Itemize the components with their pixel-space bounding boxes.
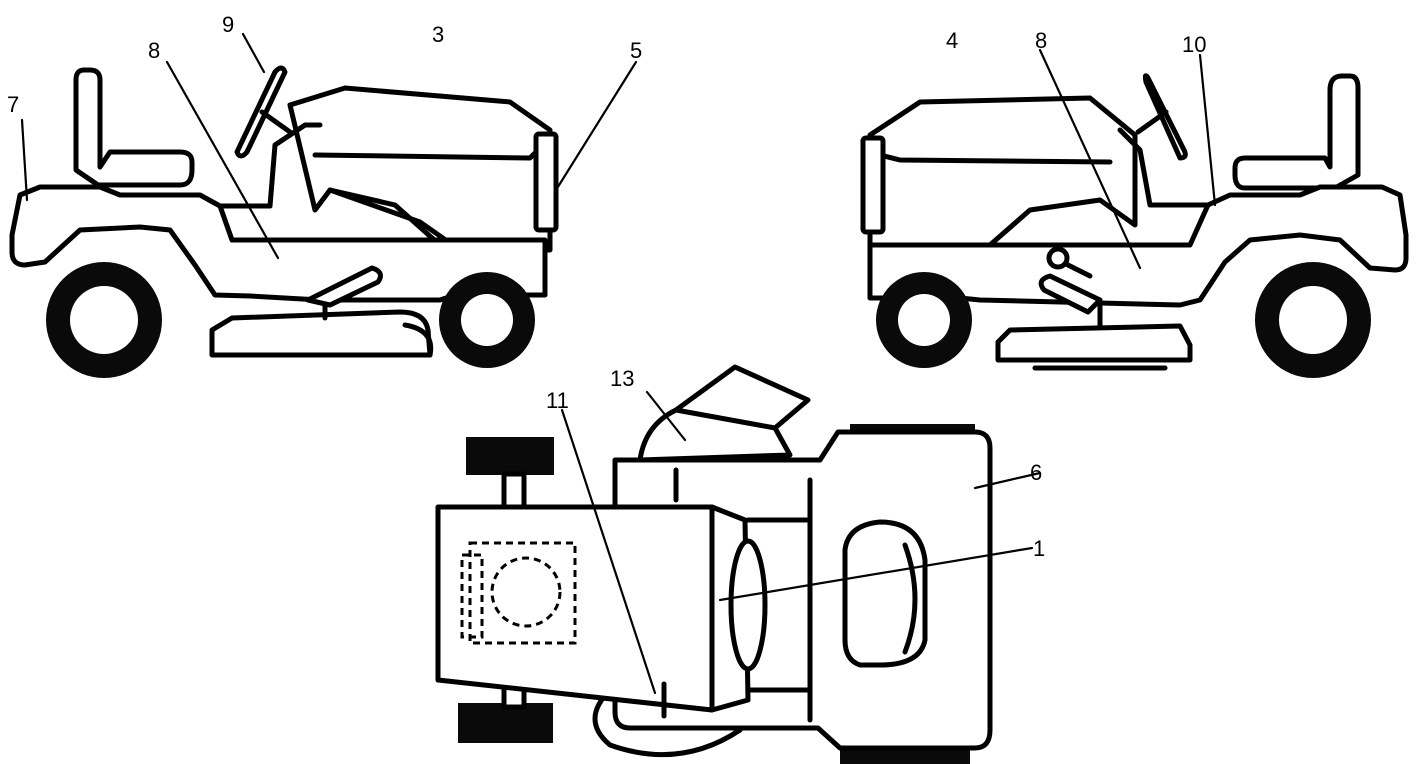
rear-tire-top: [466, 437, 554, 475]
body-left: [9, 184, 548, 303]
deck-left: [209, 309, 433, 358]
grill-right: [860, 135, 886, 235]
deck-right: [995, 323, 1193, 363]
callout-5: 5: [630, 38, 642, 63]
callout-9: 9: [222, 12, 234, 37]
steering-column: [728, 538, 768, 672]
top-view: [435, 364, 993, 764]
callout-8-left: 8: [148, 38, 160, 63]
front-tire-bottom: [840, 748, 970, 764]
callout-7: 7: [7, 92, 19, 117]
callout-3: 3: [432, 22, 444, 47]
seat-pan-top: [435, 504, 751, 713]
callout-4: 4: [946, 28, 958, 53]
grill-left: [533, 131, 559, 233]
callout-13: 13: [610, 366, 634, 391]
seat-left: [73, 67, 195, 188]
steering-wheel-right: [1142, 73, 1188, 161]
right-side-view: [860, 73, 1409, 378]
rear-tire-bottom: [458, 703, 553, 743]
engine-cover: [842, 519, 928, 668]
lever-knob: [1046, 246, 1070, 270]
leader-lines: [20, 32, 1217, 695]
callout-labels: 7 8 9 3 5 4 8 10 13 11 6 1: [7, 12, 1206, 561]
steering-wheel-left: [234, 65, 288, 159]
callout-8-right: 8: [1035, 28, 1047, 53]
left-side-view: [9, 65, 559, 378]
seat-right: [1232, 73, 1361, 191]
callout-11: 11: [546, 388, 569, 413]
callout-10: 10: [1182, 32, 1206, 57]
callout-1: 1: [1033, 536, 1045, 561]
callout-6: 6: [1030, 460, 1042, 485]
